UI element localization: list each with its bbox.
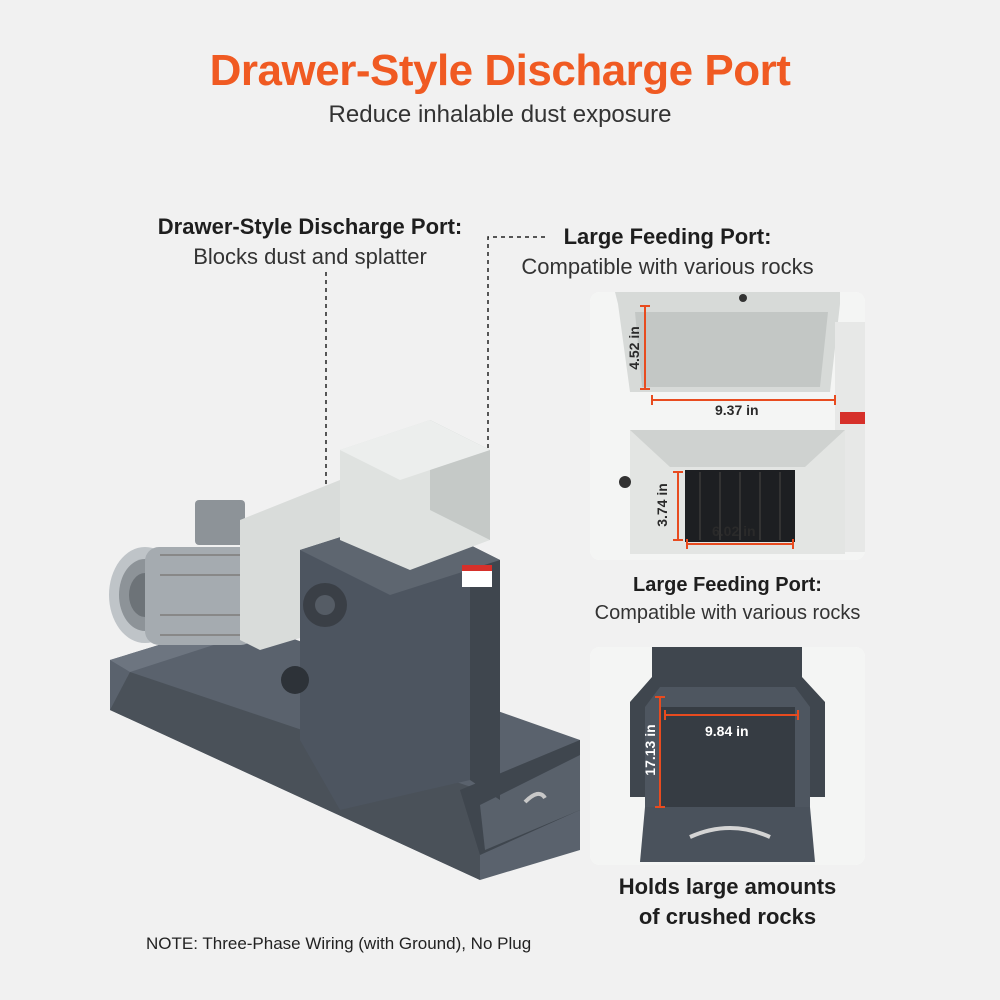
dim-top-height: 4.52 in	[626, 326, 642, 370]
feeding-card-caption: Large Feeding Port: Compatible with vari…	[575, 571, 880, 627]
drawer-card: 9.84 in 17.13 in	[590, 647, 865, 865]
page-subtitle: Reduce inhalable dust exposure	[328, 101, 672, 128]
crusher-body	[300, 515, 470, 810]
feeding-callout-title: Large Feeding Port:	[563, 224, 772, 249]
dim-drawer-width: 9.84 in	[705, 723, 749, 739]
rock-crusher-machine	[109, 420, 580, 880]
dim-drawer-depth: 17.13 in	[642, 724, 658, 776]
feeding-port-card: 4.52 in 9.37 in 3.74 in 6.02 in	[590, 292, 865, 560]
feeding-port-illustration	[590, 292, 865, 560]
dim-inner-height: 3.74 in	[654, 483, 670, 527]
wiring-note: NOTE: Three-Phase Wiring (with Ground), …	[146, 934, 532, 953]
drawer-card-caption-line1: Holds large amounts	[618, 874, 837, 899]
dim-inner-width: 6.02 in	[712, 523, 756, 539]
discharge-callout: Drawer-Style Discharge Port: Blocks dust…	[140, 212, 480, 272]
discharge-callout-desc: Blocks dust and splatter	[193, 244, 427, 269]
feeding-callout: Large Feeding Port: Compatible with vari…	[495, 222, 840, 282]
feeding-card-caption-title: Large Feeding Port:	[633, 574, 822, 596]
drawer-card-caption-line2: of crushed rocks	[638, 904, 817, 929]
feeding-card-caption-desc: Compatible with various rocks	[594, 602, 861, 624]
page-title: Drawer-Style Discharge Port	[209, 46, 791, 95]
feeding-callout-desc: Compatible with various rocks	[521, 254, 814, 279]
dim-top-width: 9.37 in	[715, 402, 759, 418]
drawer-card-caption: Holds large amounts of crushed rocks	[575, 872, 880, 932]
drawer-front-handle-icon	[689, 826, 771, 839]
discharge-callout-title: Drawer-Style Discharge Port:	[157, 214, 463, 239]
drawer-front	[640, 807, 815, 862]
electric-motor	[109, 500, 255, 645]
drawer-handle-icon	[523, 791, 547, 804]
drawer-illustration	[590, 647, 865, 865]
